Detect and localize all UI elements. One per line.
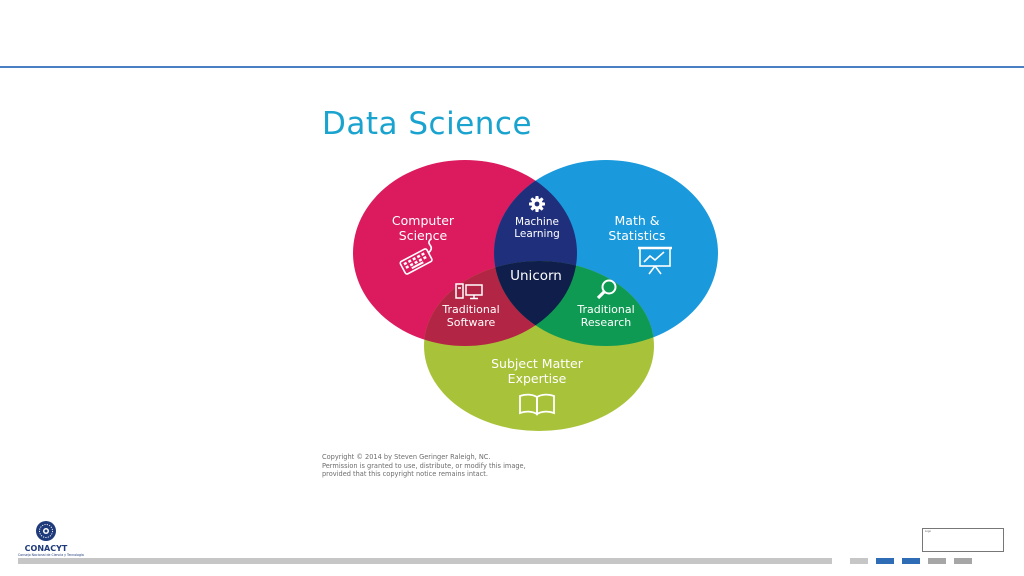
unicorn-label: Unicorn <box>510 268 562 284</box>
subject-matter-label-line2: Expertise <box>508 371 567 386</box>
corner-placeholder-box: Logo <box>922 528 1004 552</box>
machine-learning-label-line2: Learning <box>514 228 560 240</box>
computer-science-label-line1: Computer <box>392 213 455 228</box>
math-statistics-label-line1: Math & <box>615 213 660 228</box>
magnifier-icon <box>596 279 617 300</box>
footer-nav-square[interactable] <box>954 558 972 564</box>
copyright-line: provided that this copyright notice rema… <box>322 470 488 479</box>
computer-science-label-line2: Science <box>399 228 448 243</box>
book-icon <box>519 393 555 416</box>
conacyt-logo: CONACYT Consejo Nacional de Ciencia y Te… <box>18 520 84 557</box>
page-title: Data Science <box>322 106 533 142</box>
math-statistics-label-line2: Statistics <box>608 228 665 243</box>
traditional-research-label-line2: Research <box>581 316 631 329</box>
corner-box-text: Logo <box>925 530 931 533</box>
traditional-software-label-line2: Software <box>447 316 496 329</box>
traditional-software-label-line1: Traditional <box>441 303 499 316</box>
logo-tagline: Consejo Nacional de Ciencia y Tecnología <box>18 553 84 557</box>
copyright-line: Permission is granted to use, distribute… <box>322 461 526 470</box>
footer-nav-square[interactable] <box>902 558 920 564</box>
machine-learning-label-line1: Machine <box>515 216 559 228</box>
footer-nav-square[interactable] <box>928 558 946 564</box>
keyboard-icon <box>399 238 433 275</box>
bottom-progress-bar <box>18 558 832 564</box>
traditional-software-overlap <box>424 261 577 346</box>
copyright-line: Copyright © 2014 by Steven Geringer Rale… <box>322 453 491 461</box>
subject-matter-label-line1: Subject Matter <box>491 356 584 371</box>
footer-nav-square[interactable] <box>850 558 868 564</box>
footer-nav-square[interactable] <box>876 558 894 564</box>
gear-icon <box>529 196 545 212</box>
top-divider <box>0 66 1024 68</box>
traditional-research-overlap <box>494 261 654 346</box>
logo-name: CONACYT <box>24 544 68 553</box>
chart-presentation-icon <box>638 246 672 275</box>
traditional-research-label-line1: Traditional <box>576 303 634 316</box>
computer-icon <box>455 283 483 300</box>
copyright-notice: Copyright © 2014 by Steven Geringer Rale… <box>322 453 526 479</box>
conacyt-emblem-icon <box>36 521 56 541</box>
